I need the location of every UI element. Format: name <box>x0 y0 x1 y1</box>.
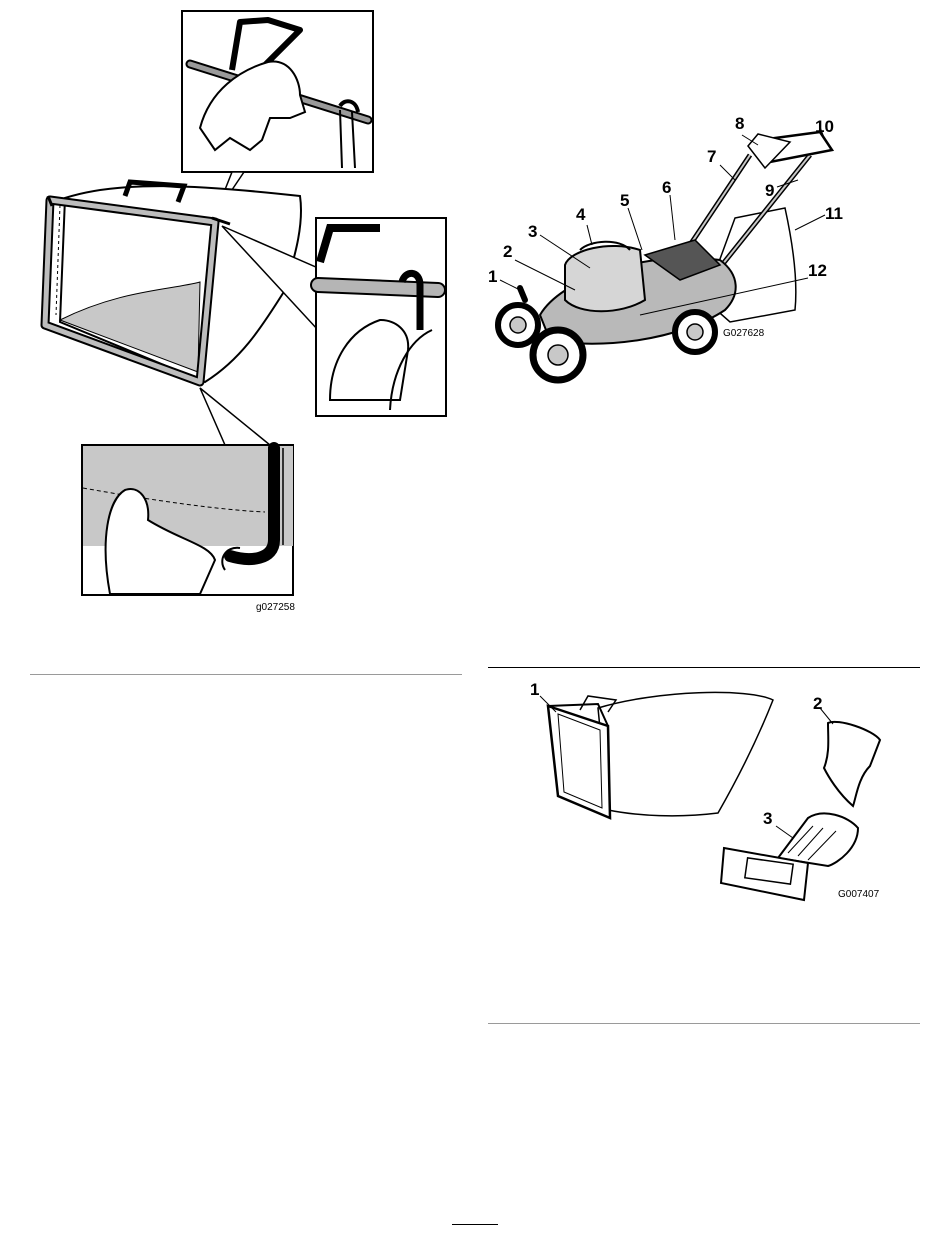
discharge-plug <box>824 722 880 806</box>
section-divider-left <box>30 674 462 675</box>
figure-id-mower: G027628 <box>723 328 764 339</box>
bag-parts-callout-3: 3 <box>763 810 772 827</box>
callout-5: 5 <box>620 192 629 209</box>
callout-11: 11 <box>825 205 843 222</box>
detail-box-top <box>182 11 373 172</box>
figure-id-bag-parts: G007407 <box>838 889 879 900</box>
page-number-rule <box>452 1224 498 1225</box>
mower-figure: 1 2 3 4 5 6 7 8 9 10 11 12 G027628 <box>480 100 880 390</box>
bag-frame-figure: g027258 <box>0 0 470 640</box>
bag-parts-callout-1: 1 <box>530 681 539 698</box>
bag-parts-callout-2: 2 <box>813 695 822 712</box>
rear-wheel <box>675 312 715 352</box>
bag-parts-figure: 1 2 3 G007407 <box>488 668 920 1023</box>
detail-box-right <box>316 218 446 416</box>
figure-id-bag-frame: g027258 <box>256 602 295 613</box>
detail-box-bottom <box>82 445 293 595</box>
callout-9: 9 <box>765 182 774 199</box>
bag-frame-main <box>45 182 301 382</box>
bag-frame-illustration <box>0 0 470 640</box>
grass-bag <box>548 692 773 818</box>
front-left-wheel <box>498 305 538 345</box>
callout-10: 10 <box>815 118 834 135</box>
callout-7: 7 <box>707 148 716 165</box>
callout-6: 6 <box>662 179 671 196</box>
mower-illustration <box>480 100 880 390</box>
callout-3: 3 <box>528 223 537 240</box>
callout-8: 8 <box>735 115 744 132</box>
callout-1: 1 <box>488 268 497 285</box>
mulch-plug <box>721 813 858 900</box>
callout-2: 2 <box>503 243 512 260</box>
figure-bottom-border <box>488 1023 920 1024</box>
front-right-wheel <box>533 330 583 380</box>
callout-4: 4 <box>576 206 585 223</box>
bag-parts-illustration <box>488 668 920 1023</box>
callout-12: 12 <box>808 262 827 279</box>
